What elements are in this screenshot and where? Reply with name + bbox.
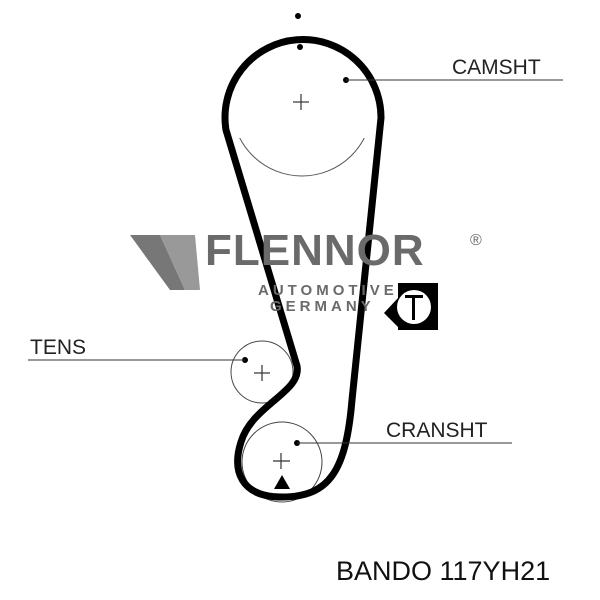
flennor-logo-mark	[130, 235, 200, 290]
tensioner-label: TENS	[30, 336, 87, 359]
crankshaft-label: CRANSHT	[386, 419, 488, 442]
watermark-registered: ®	[470, 232, 482, 249]
camshaft-label: CAMSHT	[452, 56, 541, 79]
center-marks	[254, 94, 309, 469]
part-number: BANDO 117YH21	[336, 556, 551, 586]
timing-arrow-icon	[274, 475, 290, 489]
tensioner-badge-icon	[384, 283, 438, 330]
tensioner-pulley	[230, 340, 294, 404]
timing-belt	[221, 36, 385, 501]
watermark-line1: AUTOMOTIVE	[258, 282, 398, 299]
watermark-line2: GERMANY	[270, 298, 375, 315]
leader-lines	[28, 79, 563, 444]
watermark-brand: FLENNOR	[205, 226, 425, 275]
crankshaft-pulley	[241, 421, 323, 503]
camshaft-pulley	[239, 138, 365, 177]
